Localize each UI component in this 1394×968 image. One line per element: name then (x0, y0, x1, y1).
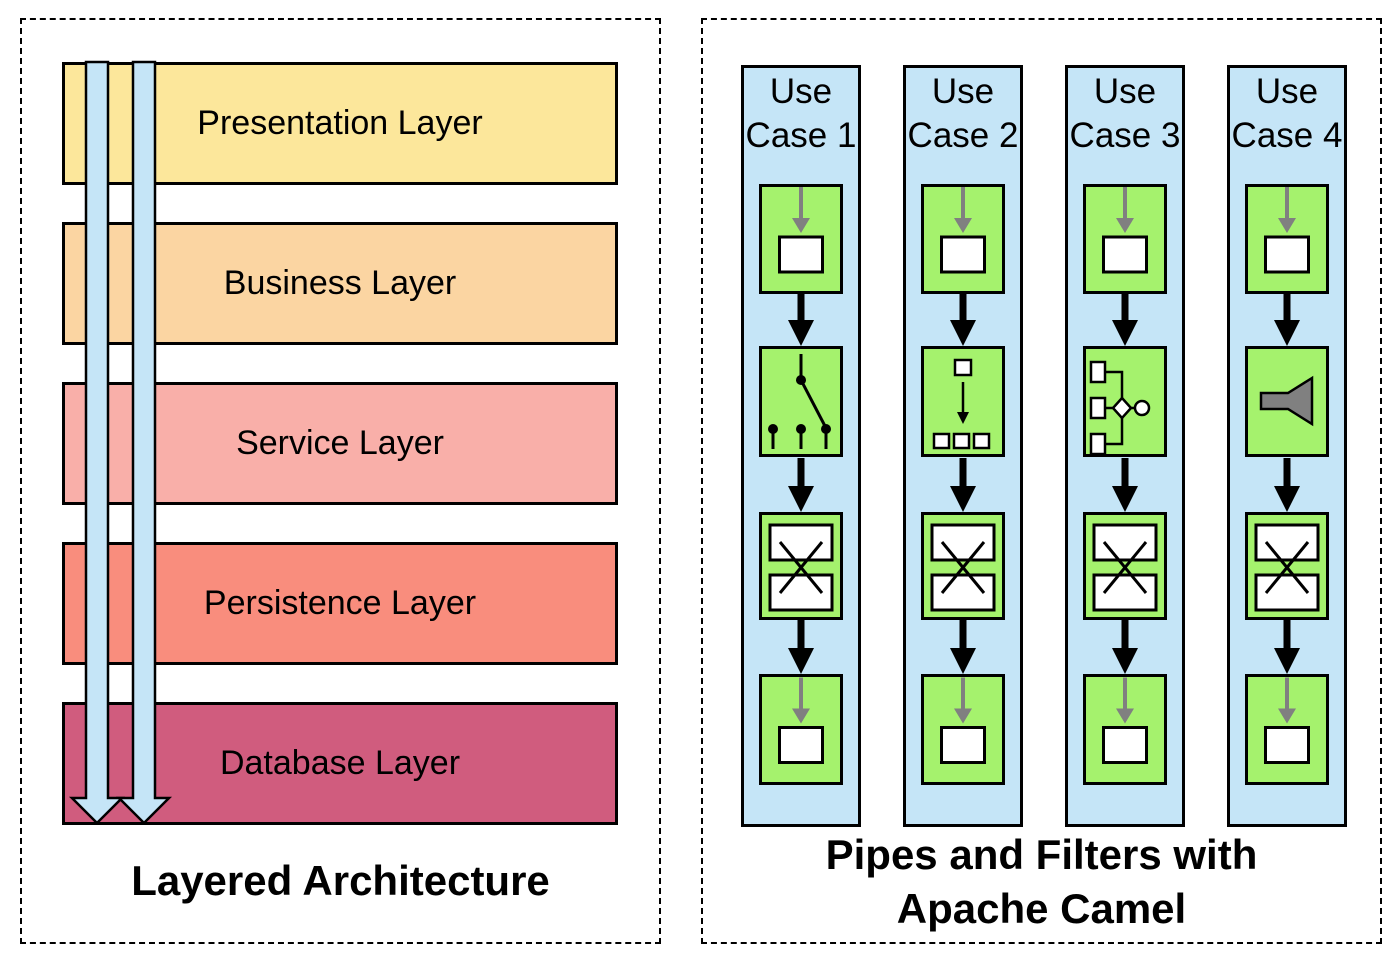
flow-arrow-icon (950, 294, 976, 346)
flow-arrow-icon (788, 458, 814, 512)
aggregator-funnel-icon (1259, 375, 1314, 427)
endpoint-out-box (759, 674, 843, 785)
flow-arrow-icon (1112, 458, 1138, 512)
pipes-and-filters-panel: Use Case 1 (701, 18, 1382, 944)
layer-database: Database Layer (62, 702, 618, 825)
flow-arrow-icon (1274, 294, 1300, 346)
use-case-4-column: Use Case 4 (1227, 65, 1347, 827)
layer-label: Database Layer (219, 744, 461, 782)
layer-presentation: Presentation Layer (62, 62, 618, 185)
message-endpoint-icon (1102, 187, 1148, 274)
flow-arrow-icon (1112, 620, 1138, 674)
use-case-3-column: Use Case 3 (1065, 65, 1185, 827)
endpoint-out-box (1245, 674, 1329, 785)
right-panel-title-line1: Pipes and Filters with (825, 831, 1258, 878)
use-case-label-line1: Use (769, 72, 833, 111)
content-based-router-icon (768, 354, 831, 449)
use-case-label-line1: Use (931, 72, 995, 111)
translator-box (759, 512, 843, 620)
message-endpoint-icon (1264, 187, 1310, 274)
layer-label: Persistence Layer (203, 584, 477, 622)
flow-arrow-icon (1274, 620, 1300, 674)
endpoint-out-box (921, 674, 1005, 785)
endpoint-in-box (1245, 184, 1329, 294)
flow-arrow-icon (950, 620, 976, 674)
message-endpoint-icon (778, 187, 824, 274)
message-translator-icon (1092, 523, 1158, 612)
left-panel-title: Layered Architecture (131, 857, 550, 904)
use-case-2-column: Use Case 2 (903, 65, 1023, 827)
use-case-label-line1: Use (1093, 72, 1157, 111)
layered-architecture-panel: Presentation Layer Business Layer Servic… (20, 18, 661, 944)
translator-box (921, 512, 1005, 620)
use-case-label-line2: Case 1 (745, 116, 857, 155)
message-endpoint-icon (940, 187, 986, 274)
endpoint-in-box (759, 184, 843, 294)
router-box (759, 346, 843, 457)
aggregator-box (1245, 346, 1329, 457)
message-endpoint-icon (1102, 677, 1148, 764)
use-case-label-line2: Case 4 (1231, 116, 1343, 155)
layer-business: Business Layer (62, 222, 618, 345)
message-translator-icon (768, 523, 834, 612)
message-translator-icon (1254, 523, 1320, 612)
flow-arrow-icon (1112, 294, 1138, 346)
layer-persistence: Persistence Layer (62, 542, 618, 665)
message-endpoint-icon (1264, 677, 1310, 764)
message-endpoint-icon (778, 677, 824, 764)
layer-label: Business Layer (223, 264, 457, 302)
use-case-1-column: Use Case 1 (741, 65, 861, 827)
flow-arrow-icon (788, 620, 814, 674)
flow-arrow-icon (950, 458, 976, 512)
endpoint-in-box (1083, 184, 1167, 294)
endpoint-out-box (1083, 674, 1167, 785)
splitter-icon (932, 358, 991, 450)
layer-label: Presentation Layer (197, 104, 483, 142)
use-case-2-label: Use Case 2 (906, 70, 1020, 158)
use-case-label-line2: Case 3 (1069, 116, 1181, 155)
use-case-4-label: Use Case 4 (1230, 70, 1344, 158)
use-case-label-line2: Case 2 (907, 116, 1019, 155)
layer-service: Service Layer (62, 382, 618, 505)
use-case-1-label: Use Case 1 (744, 70, 858, 158)
splitter-box (921, 346, 1005, 457)
use-case-label-line1: Use (1255, 72, 1319, 111)
translator-box (1245, 512, 1329, 620)
layer-label: Service Layer (236, 424, 444, 462)
right-panel-title-line2: Apache Camel (896, 885, 1187, 932)
routing-slip-box (1083, 346, 1167, 457)
use-case-3-label: Use Case 3 (1068, 70, 1182, 158)
routing-slip-icon (1089, 360, 1151, 454)
flow-arrow-icon (788, 294, 814, 346)
message-endpoint-icon (940, 677, 986, 764)
endpoint-in-box (921, 184, 1005, 294)
message-translator-icon (930, 523, 996, 612)
translator-box (1083, 512, 1167, 620)
flow-arrow-icon (1274, 458, 1300, 512)
